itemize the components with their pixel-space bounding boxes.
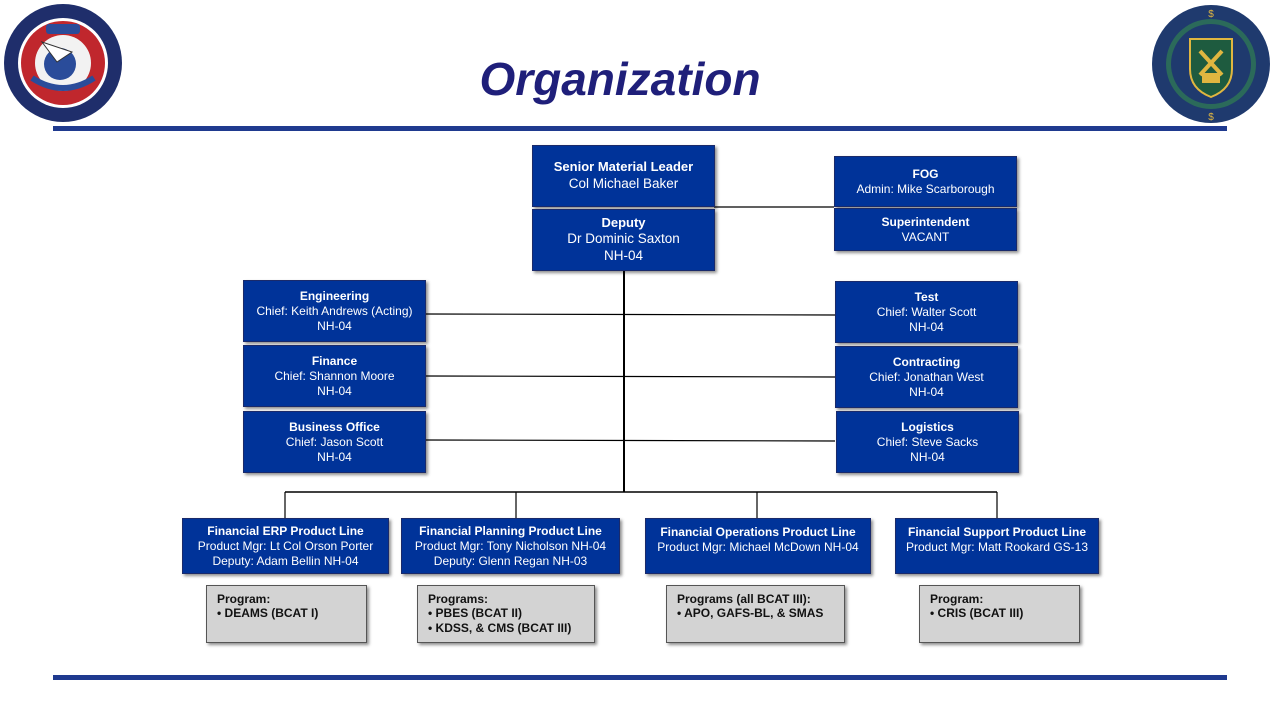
page-title: Organization <box>479 53 761 105</box>
fog-admin: Admin: Mike Scarborough <box>856 181 995 196</box>
programs-box-support: Program: CRIS (BCAT III) <box>919 585 1080 643</box>
product-manager: Product Mgr: Michael McDown NH-04 <box>657 540 859 554</box>
product-line-title: Financial Planning Product Line <box>419 523 602 538</box>
office-title: Logistics <box>901 419 954 434</box>
superintendent-box: Superintendent VACANT <box>834 208 1017 251</box>
aflcmc-logo <box>2 2 124 129</box>
office-chief: Chief: Keith Andrews (Acting) <box>256 303 413 318</box>
product-line-support: Financial Support Product Line Product M… <box>895 518 1099 574</box>
fog-title: FOG <box>912 166 939 181</box>
product-line-planning: Financial Planning Product Line Product … <box>401 518 620 574</box>
programs-box-operations: Programs (all BCAT III): APO, GAFS-BL, &… <box>666 585 845 643</box>
product-line-operations: Financial Operations Product Line Produc… <box>645 518 871 574</box>
programs-box-planning: Programs: PBES (BCAT II) KDSS, & CMS (BC… <box>417 585 595 643</box>
svg-text:$: $ <box>1208 112 1214 123</box>
product-line-title: Financial ERP Product Line <box>207 523 364 538</box>
product-deputy: Deputy: Adam Bellin NH-04 <box>212 553 359 568</box>
office-grade: NH-04 <box>909 319 944 334</box>
office-grade: NH-04 <box>317 449 352 464</box>
office-grade: NH-04 <box>317 383 352 398</box>
product-manager: Product Mgr: Matt Rookard GS-13 <box>905 540 1089 554</box>
senior-material-leader-box: Senior Material Leader Col Michael Baker <box>532 145 715 207</box>
bottom-rule <box>53 675 1227 680</box>
deputy-title: Deputy <box>601 215 646 230</box>
test-box: Test Chief: Walter Scott NH-04 <box>835 281 1018 343</box>
engineering-box: Engineering Chief: Keith Andrews (Acting… <box>243 280 426 342</box>
programs-label: Programs: <box>428 592 489 606</box>
deputy-name: Dr Dominic Saxton <box>567 231 680 247</box>
program-item: KDSS, & CMS (BCAT III) <box>428 621 584 635</box>
office-grade: NH-04 <box>317 318 352 333</box>
logistics-box: Logistics Chief: Steve Sacks NH-04 <box>836 411 1019 473</box>
office-title: Engineering <box>299 288 370 303</box>
office-chief: Chief: Jonathan West <box>869 369 984 384</box>
leader-title: Senior Material Leader <box>553 159 694 175</box>
programs-label: Program: <box>930 592 984 606</box>
office-chief: Chief: Steve Sacks <box>876 434 979 449</box>
product-deputy: Deputy: Glenn Regan NH-03 <box>433 553 588 568</box>
office-title: Contracting <box>892 354 961 369</box>
programs-label: Programs (all BCAT III): <box>677 592 811 606</box>
fog-box: FOG Admin: Mike Scarborough <box>834 156 1017 207</box>
programs-box-erp: Program: DEAMS (BCAT I) <box>206 585 367 643</box>
office-chief: Chief: Shannon Moore <box>274 368 395 383</box>
superintendent-status: VACANT <box>901 229 950 244</box>
deputy-grade: NH-04 <box>603 248 643 264</box>
office-chief: Chief: Jason Scott <box>285 434 384 449</box>
product-manager: Product Mgr: Lt Col Orson Porter <box>197 538 374 553</box>
top-rule <box>53 126 1227 131</box>
program-item: DEAMS (BCAT I) <box>217 606 356 620</box>
financial-systems-logo: $ $ <box>1150 3 1272 130</box>
product-manager: Product Mgr: Tony Nicholson NH-04 <box>414 538 607 553</box>
office-grade: NH-04 <box>909 384 944 399</box>
program-item: APO, GAFS-BL, & SMAS <box>677 606 834 620</box>
deputy-box: Deputy Dr Dominic Saxton NH-04 <box>532 209 715 271</box>
program-item: PBES (BCAT II) <box>428 606 584 620</box>
contracting-box: Contracting Chief: Jonathan West NH-04 <box>835 346 1018 408</box>
product-line-title: Financial Operations Product Line <box>660 525 856 539</box>
finance-box: Finance Chief: Shannon Moore NH-04 <box>243 345 426 407</box>
programs-label: Program: <box>217 592 271 606</box>
product-line-erp: Financial ERP Product Line Product Mgr: … <box>182 518 389 574</box>
office-title: Business Office <box>289 419 380 434</box>
svg-text:$: $ <box>1208 9 1214 20</box>
office-grade: NH-04 <box>910 449 945 464</box>
business-office-box: Business Office Chief: Jason Scott NH-04 <box>243 411 426 473</box>
leader-name: Col Michael Baker <box>568 175 679 191</box>
office-title: Test <box>914 289 939 304</box>
office-chief: Chief: Walter Scott <box>876 304 977 319</box>
office-title: Finance <box>311 353 358 368</box>
program-item: CRIS (BCAT III) <box>930 606 1069 620</box>
superintendent-title: Superintendent <box>881 214 970 229</box>
product-line-title: Financial Support Product Line <box>907 525 1086 539</box>
